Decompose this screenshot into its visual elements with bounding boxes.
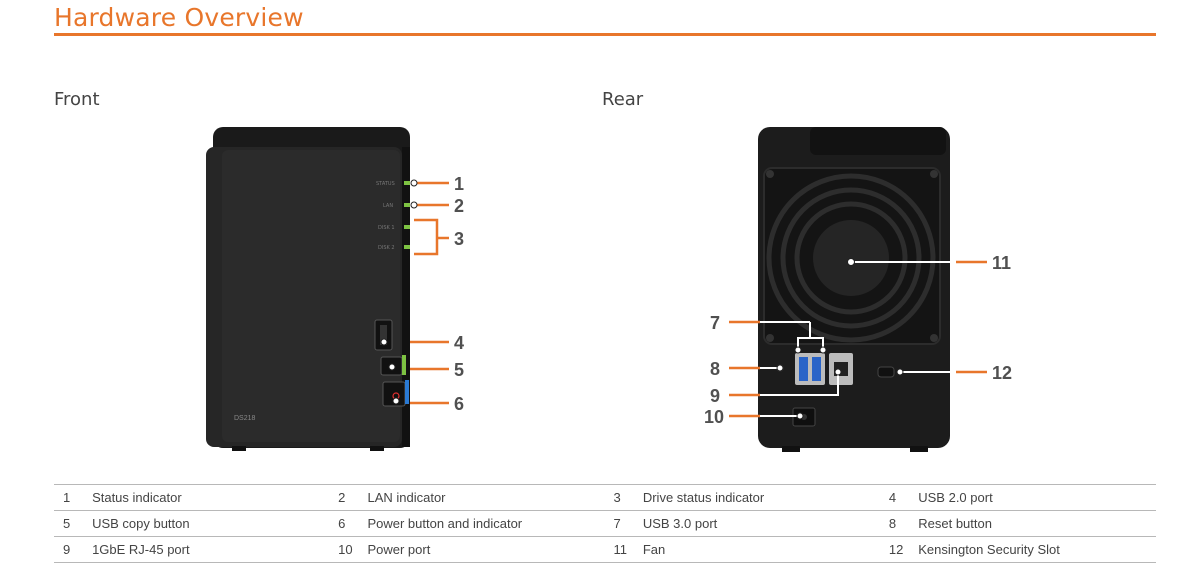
front-leaders: [410, 181, 449, 405]
legend-num: 5: [54, 510, 93, 537]
legend-label: USB 3.0 port: [642, 510, 880, 537]
table-row: 1 Status indicator 2 LAN indicator 3 Dri…: [54, 484, 1156, 511]
legend-label: LAN indicator: [367, 484, 605, 511]
table-row: 5 USB copy button 6 Power button and ind…: [54, 510, 1156, 537]
front-bezel-inner: [222, 150, 400, 442]
callout-5: 5: [454, 360, 464, 380]
callout-dot-2: [410, 201, 418, 209]
legend-num: 10: [329, 536, 368, 563]
callout-dot-7a: [794, 346, 802, 354]
status-led: [404, 181, 410, 185]
callout-7: 7: [710, 313, 720, 333]
legend-num: 4: [879, 484, 919, 511]
legend-num: 9: [54, 536, 93, 563]
callout-dot-11: [847, 258, 855, 266]
disk2-led-label: DISK 2: [378, 245, 395, 251]
table-row: 9 1GbE RJ-45 port 10 Power port 11 Fan 1…: [54, 536, 1156, 563]
legend-label: USB copy button: [92, 510, 330, 537]
page-title: Hardware Overview: [54, 3, 304, 32]
legend-label: 1GbE RJ-45 port: [92, 536, 330, 563]
callout-1: 1: [454, 174, 464, 194]
callout-dot-4: [380, 338, 388, 346]
legend-num: 8: [879, 510, 919, 537]
legend-label: Power button and indicator: [367, 510, 605, 537]
disk2-led: [404, 245, 410, 249]
rear-leaders-white: [760, 261, 956, 417]
callout-dot-12: [896, 368, 904, 376]
callout-dot-5: [388, 363, 396, 371]
legend-label: Kensington Security Slot: [918, 536, 1156, 563]
callout-dot-9: [834, 368, 842, 376]
legend-label: Reset button: [918, 510, 1156, 537]
callout-dot-7b: [819, 346, 827, 354]
legend-num: 12: [879, 536, 919, 563]
callout-dot-1: [410, 179, 418, 187]
callout-dot-8: [776, 364, 784, 372]
lan-led-label: LAN: [383, 203, 393, 209]
legend-label: Fan: [642, 536, 880, 563]
callout-12: 12: [992, 363, 1012, 383]
callout-2: 2: [454, 196, 464, 216]
legend-label: Drive status indicator: [642, 484, 880, 511]
disk1-led: [404, 225, 410, 229]
status-led-label: STATUS: [376, 181, 395, 187]
rear-leaders: [729, 260, 987, 418]
legend-num: 3: [604, 484, 643, 511]
callout-10: 10: [704, 407, 724, 427]
legend-label: USB 2.0 port: [918, 484, 1156, 511]
callout-dot-10: [796, 412, 804, 420]
callout-3: 3: [454, 229, 464, 249]
callout-11: 11: [992, 253, 1011, 273]
callout-6: 6: [454, 394, 464, 414]
front-section-label: Front: [54, 89, 100, 110]
title-underline: [54, 33, 1156, 36]
callout-8: 8: [710, 359, 720, 379]
rear-section-label: Rear: [602, 89, 644, 110]
legend-table: 1 Status indicator 2 LAN indicator 3 Dri…: [54, 484, 1156, 563]
legend-num: 6: [329, 510, 368, 537]
rear-device: [758, 127, 950, 452]
front-device: STATUS LAN DISK 1 DISK 2 DS218: [206, 127, 410, 451]
lan-led: [404, 203, 410, 207]
legend-num: 11: [604, 536, 643, 563]
callout-9: 9: [710, 386, 720, 406]
legend-num: 1: [54, 484, 93, 511]
disk1-led-label: DISK 1: [378, 225, 395, 231]
hardware-diagram: STATUS LAN DISK 1 DISK 2 DS218 1 2 3 4: [206, 127, 1012, 452]
legend-label: Status indicator: [92, 484, 330, 511]
kensington-slot: [877, 366, 895, 378]
callout-dot-6: [392, 397, 400, 405]
legend-label: Power port: [367, 536, 605, 563]
model-label: DS218: [234, 415, 256, 422]
callout-4: 4: [454, 333, 464, 353]
legend-num: 2: [329, 484, 368, 511]
legend-num: 7: [604, 510, 643, 537]
